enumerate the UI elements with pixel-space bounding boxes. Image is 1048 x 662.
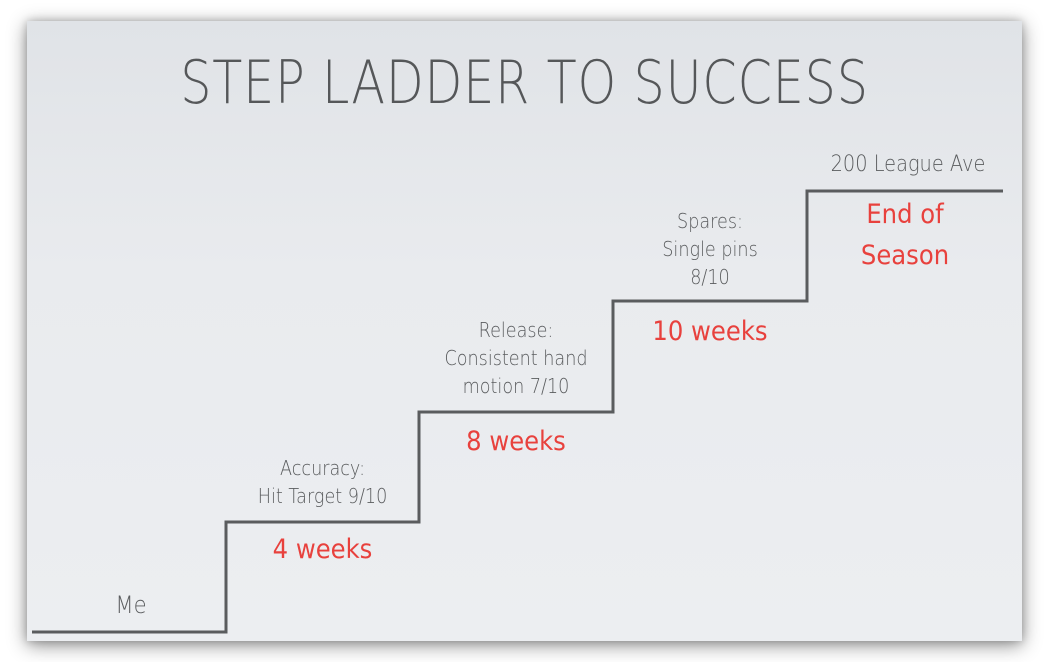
step-4-duration-line2: Season (860, 240, 950, 271)
step-2-goal-line2: Consistent hand (444, 346, 588, 370)
step-2-goal-line3: motion 7/10 (462, 374, 570, 398)
step-1-goal: Accuracy: Hit Target 9/10 (238, 454, 408, 510)
step-3-goal-line2: Single pins (662, 237, 758, 261)
step-2-duration: 8 weeks (466, 426, 566, 457)
step-ladder-line (32, 189, 1003, 634)
step-1-duration: 4 weeks (272, 534, 373, 565)
step-4-duration: End of Season (817, 194, 993, 276)
slide: STEP LADDER TO SUCCESS Me Accuracy: Hit … (27, 21, 1022, 641)
step-3-goal-line3: 8/10 (690, 265, 730, 289)
slide-title: STEP LADDER TO SUCCESS (180, 48, 869, 118)
step-2-goal-line1: Release: (478, 318, 554, 342)
step-4-duration-line1: End of (866, 199, 944, 230)
step-1-goal-line1: Accuracy: (279, 456, 366, 480)
step-3-goal: Spares: Single pins 8/10 (625, 207, 796, 291)
step-2-goal: Release: Consistent hand motion 7/10 (431, 316, 602, 400)
start-label: Me (115, 591, 147, 619)
step-3-goal-line1: Spares: (677, 209, 743, 233)
step-3-duration: 10 weeks (652, 316, 768, 347)
step-4-goal: 200 League Ave (830, 152, 986, 177)
step-1-goal-line2: Hit Target 9/10 (257, 484, 388, 508)
